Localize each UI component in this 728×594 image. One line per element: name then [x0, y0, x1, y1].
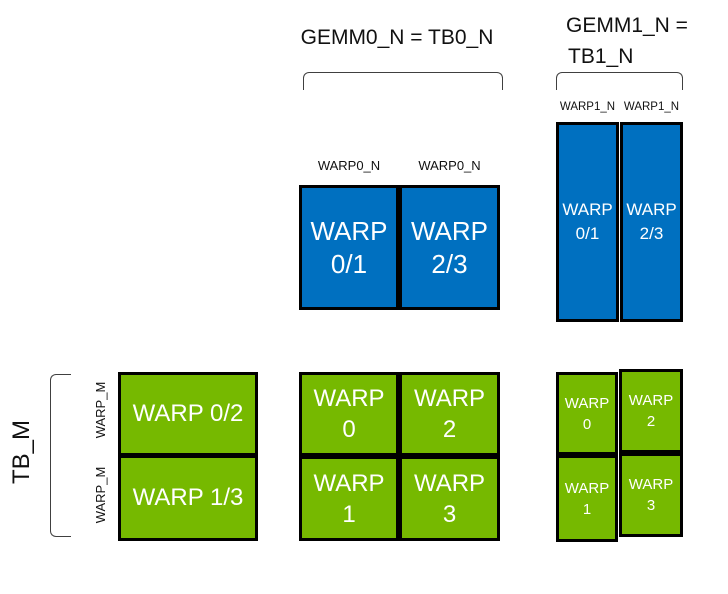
gemm0-warp-box-1: WARP 1 [299, 456, 399, 541]
warp-box-line1: WARP [310, 215, 388, 246]
tb-row-box-warp02: WARP 0/2 [118, 372, 258, 456]
warp-box-line2: 0 [342, 416, 356, 443]
gemm1-n-title-line2: TB1_N [568, 45, 634, 68]
warp1-n-label-left: WARP1_N [559, 101, 616, 113]
warp-box-label: WARP 0/2 [132, 400, 244, 427]
warp-box-line2: 0 [582, 415, 592, 433]
gemm1-accum-box-warp23: WARP 2/3 [620, 122, 683, 322]
warp-box-line1: WARP [410, 215, 489, 246]
warp-box-line2: 3 [442, 500, 457, 528]
warp-box-line1: WARP [413, 469, 486, 497]
warp-box-line2: 2 [442, 416, 457, 443]
warp-box-line1: WARP [413, 385, 486, 412]
warp-box-line2: 1 [582, 500, 592, 518]
warp-box-line2: 1 [342, 500, 356, 528]
tb-m-bracket [50, 374, 71, 537]
warp0-n-label-left: WARP0_N [317, 158, 381, 173]
warp-box-line1: WARP [313, 469, 385, 497]
warp-box-line2: 3 [646, 497, 656, 514]
warp-box-line1: WARP [564, 479, 610, 497]
warp-box-line1: WARP [562, 200, 613, 219]
warp-box-line2: 2/3 [431, 248, 468, 279]
warp-box-label: WARP 1/3 [132, 484, 244, 511]
gemm1-accum-box-warp01: WARP 0/1 [556, 122, 619, 322]
gemm1-warp-box-0: WARP 0 [556, 372, 618, 455]
gemm0-warp-box-3: WARP 3 [399, 456, 500, 541]
warp-box-line1: WARP [626, 200, 677, 219]
warp-box-line2: 2/3 [639, 224, 664, 243]
warp1-n-label-right: WARP1_N [623, 101, 680, 113]
warp-box-line2: 2 [646, 413, 656, 430]
warp-box-line1: WARP [628, 476, 674, 493]
warp-m-label-top: WARP_M [93, 381, 108, 439]
gemm0-n-title: GEMM0_N = TB0_N [300, 26, 494, 49]
warp-box-line1: WARP [313, 385, 385, 412]
gemm1-n-title: GEMM1_N = TB1_N [566, 10, 716, 72]
warp-box-line2: 0/1 [330, 248, 368, 279]
warp0-n-label-right: WARP0_N [418, 158, 481, 173]
warp-box-line1: WARP [564, 394, 610, 412]
gemm1-n-bracket [556, 72, 683, 90]
gemm0-n-bracket [303, 72, 503, 90]
gemm0-warp-box-0: WARP 0 [299, 372, 399, 456]
warp-m-label-bottom: WARP_M [93, 466, 108, 524]
gemm0-accum-box-warp23: WARP 2/3 [399, 185, 500, 310]
gemm1-warp-box-2: WARP 2 [619, 369, 683, 453]
warp-box-line1: WARP [628, 392, 674, 409]
gemm1-warp-box-3: WARP 3 [619, 453, 683, 537]
gemm1-n-title-line1: GEMM1_N = [566, 14, 688, 37]
gemm0-warp-box-2: WARP 2 [399, 372, 500, 456]
gemm0-accum-box-warp01: WARP 0/1 [299, 185, 399, 310]
warp-box-line2: 0/1 [575, 224, 600, 243]
tb-row-box-warp13: WARP 1/3 [118, 455, 258, 541]
tb-m-label: TB_M [8, 420, 35, 485]
gemm1-warp-box-1: WARP 1 [556, 455, 618, 542]
